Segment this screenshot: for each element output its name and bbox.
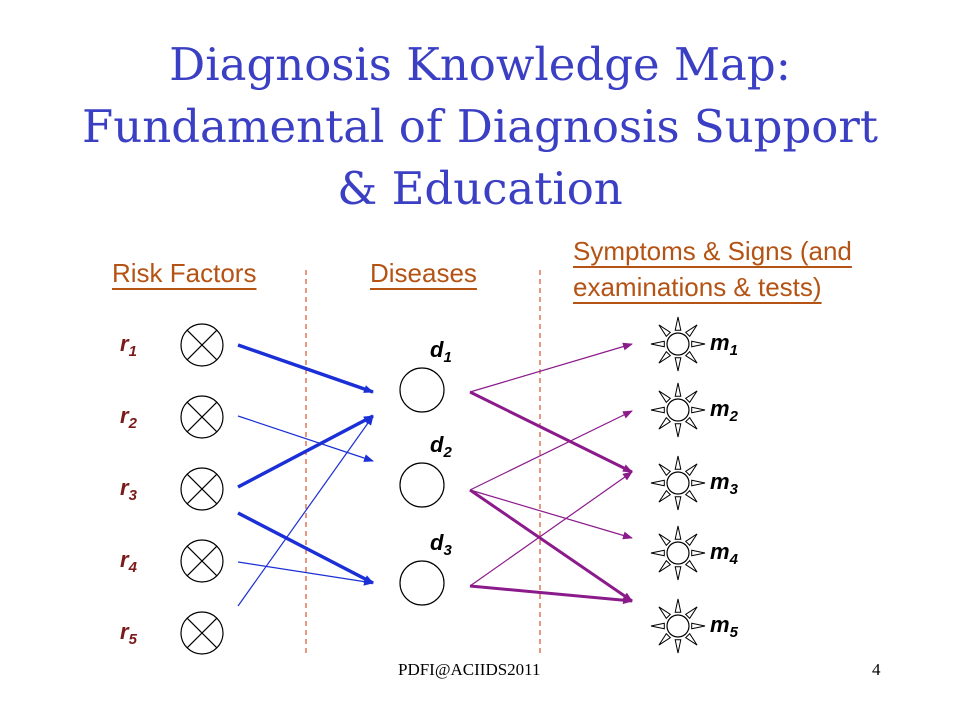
risk-factor-label-3: r3	[120, 475, 138, 504]
edge-d2-m5	[469, 488, 633, 603]
risk-factor-node-4	[180, 539, 224, 583]
edge-r3-d3	[237, 511, 374, 585]
risk-factor-node-2	[180, 395, 224, 439]
header-symptoms: Symptoms & Signs (and examinations & tes…	[573, 233, 852, 305]
edge-r1-d1	[237, 343, 374, 394]
disease-label-1: d1	[430, 337, 452, 366]
symptom-label-4: m4	[710, 539, 739, 568]
risk-factor-label-1: r1	[120, 331, 137, 360]
edge-r2-d2	[237, 415, 374, 462]
edge-d1-m3	[469, 390, 633, 474]
disease-label-2: d2	[430, 432, 452, 461]
title-line-1: Diagnosis Knowledge Map:	[169, 38, 791, 91]
edge-d3-m5	[469, 584, 633, 605]
footer-left: PDFI@ACIIDS2011	[398, 660, 541, 679]
edge-d2-m2	[469, 410, 633, 491]
edge-d2-m4	[469, 489, 633, 540]
edge-d3-m3	[469, 471, 633, 587]
risk-factor-node-1	[180, 323, 224, 367]
symptom-label-3: m3	[710, 469, 739, 498]
edge-r3-d1	[237, 414, 374, 489]
header-diseases: Diseases	[370, 258, 477, 288]
disease-node-3	[399, 560, 445, 606]
disease-node-2	[399, 462, 445, 508]
edge-r5-d1	[237, 415, 374, 607]
symptom-node-1	[650, 316, 706, 372]
header-symptoms-line-2: examinations & tests)	[573, 272, 822, 302]
risk-factor-label-5: r5	[120, 619, 138, 648]
title-line-3: & Education	[337, 162, 623, 215]
symptom-label-5: m5	[710, 612, 739, 641]
symptom-label-2: m2	[710, 396, 739, 425]
symptom-label-1: m1	[710, 330, 738, 359]
disease-label-3: d3	[430, 530, 452, 559]
risk-factor-node-5	[180, 611, 224, 655]
edge-r4-d3	[237, 561, 374, 586]
header-risk-factors: Risk Factors	[112, 258, 257, 288]
symptom-node-2	[650, 382, 706, 438]
symptom-node-5	[650, 598, 706, 654]
page-number: 4	[872, 660, 881, 679]
disease-node-1	[399, 367, 445, 413]
risk-factor-label-2: r2	[120, 403, 138, 432]
header-symptoms-line-1: Symptoms & Signs (and	[573, 236, 852, 266]
edge-d1-m1	[469, 342, 633, 393]
risk-factor-node-3	[180, 467, 224, 511]
title-line-2: Fundamental of Diagnosis Support	[82, 100, 878, 153]
symptom-node-3	[650, 455, 706, 511]
symptom-node-4	[650, 525, 706, 581]
risk-factor-label-4: r4	[120, 547, 138, 576]
slide-title: Diagnosis Knowledge Map: Fundamental of …	[0, 34, 960, 220]
